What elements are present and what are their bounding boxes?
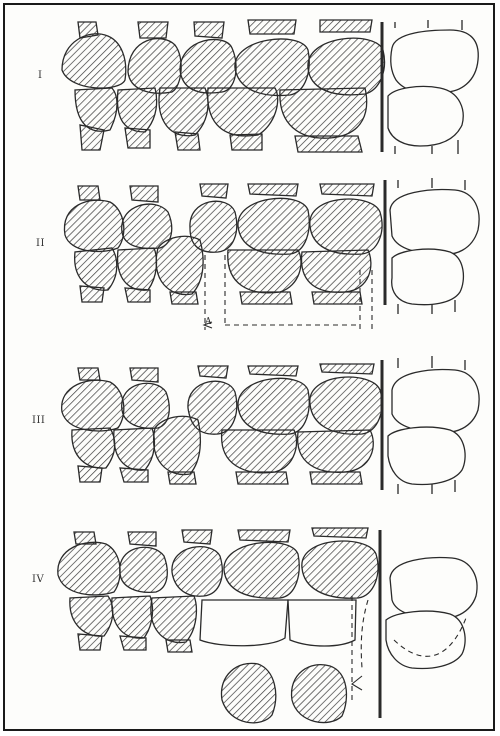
row-1	[62, 20, 478, 154]
row-2	[64, 178, 479, 330]
annotation-a: A	[204, 317, 212, 327]
row-3	[62, 356, 479, 494]
row-4	[58, 528, 477, 723]
